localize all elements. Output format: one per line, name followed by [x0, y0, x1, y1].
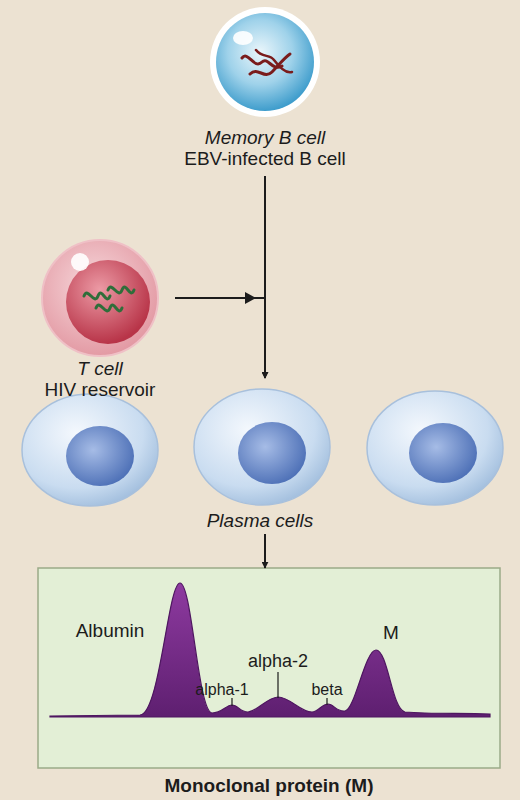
- peak-label: M: [376, 623, 406, 644]
- flow-arrow: [264, 534, 266, 568]
- leader-line: [326, 698, 327, 705]
- peak-label: alpha-2: [238, 652, 318, 672]
- node-title: Plasma cells: [10, 511, 510, 532]
- node-title: T cell: [25, 359, 175, 380]
- t-cell-nucleus: [66, 260, 150, 344]
- electrophoresis-panel: [38, 568, 500, 768]
- plasma-cell-nucleus: [238, 422, 306, 484]
- peak-label: Albumin: [60, 621, 160, 642]
- plasma-cell-nucleus: [409, 423, 477, 483]
- t-cell-illustration: [42, 240, 158, 356]
- node-title: Memory B cell: [150, 128, 380, 149]
- peak-label: beta: [302, 681, 352, 699]
- plasma-cell: [22, 394, 158, 506]
- leader-line: [231, 698, 232, 706]
- peak-label: alpha-1: [192, 681, 252, 699]
- arrow-head: [245, 292, 256, 304]
- flow-arrow: [175, 298, 265, 378]
- b-cell-body: [216, 13, 314, 111]
- cell-highlight: [233, 31, 253, 45]
- t-cell-body: [42, 240, 158, 356]
- plasma-cell: [367, 391, 503, 505]
- node-subtitle: HIV reservoir: [25, 380, 175, 401]
- plasma-cells-node: Plasma cells: [10, 378, 510, 534]
- electrophoresis-curve: [50, 583, 490, 717]
- ebv-genome: [256, 50, 292, 72]
- hiv-genome: [96, 305, 122, 311]
- leader-line: [277, 672, 278, 698]
- electrophoresis-node: Monoclonal protein (M): [38, 568, 500, 798]
- plasma-cell-nucleus: [66, 426, 134, 486]
- hiv-genome: [84, 293, 110, 299]
- plasma-cell: [194, 389, 330, 505]
- b-cell-node: Memory B cellEBV-infected B cell: [150, 4, 380, 176]
- plasma-cells-illustration: [22, 389, 503, 506]
- b-cell-membrane: [210, 7, 320, 117]
- b-cell-illustration: [210, 7, 320, 117]
- flow-arrow: [264, 176, 266, 378]
- node-title: Monoclonal protein (M): [38, 776, 500, 797]
- cell-highlight: [71, 253, 89, 271]
- node-subtitle: EBV-infected B cell: [150, 149, 380, 170]
- hiv-genome: [108, 287, 134, 293]
- t-cell-node: T cellHIV reservoir: [25, 238, 175, 400]
